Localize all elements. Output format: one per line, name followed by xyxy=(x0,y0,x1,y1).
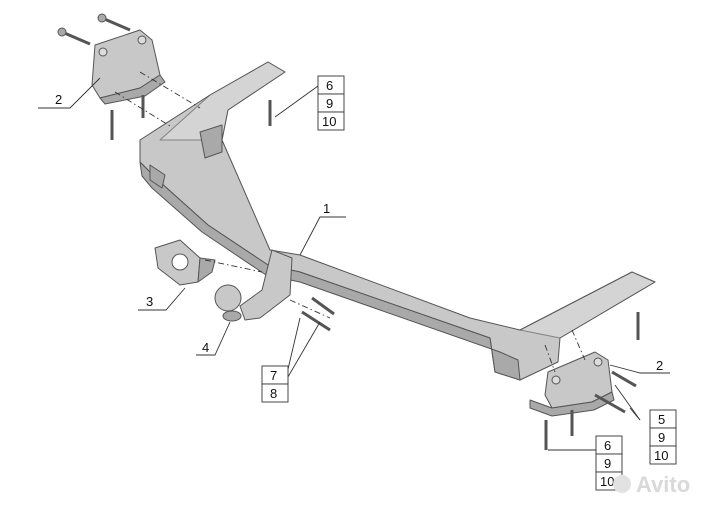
stack-left-2: 9 xyxy=(326,96,333,111)
callout-2-left: 2 xyxy=(55,92,62,107)
stack-right-upper: 5 9 10 xyxy=(649,409,677,465)
callout-beam: 1 xyxy=(323,201,330,216)
callout-socket-plate: 3 xyxy=(146,294,153,309)
right-bracket xyxy=(529,351,615,417)
stack-left: 6 9 10 xyxy=(317,75,345,131)
stack-right-upper-2: 9 xyxy=(658,430,665,445)
assembly-lines xyxy=(114,71,586,373)
bolts xyxy=(57,13,640,450)
watermark-text: Avito xyxy=(636,472,690,497)
stack-right-lower-3: 10 xyxy=(600,474,614,489)
stack-ball-1: 7 xyxy=(270,368,277,383)
avito-logo-icon xyxy=(613,475,631,493)
stack-right-upper-3: 10 xyxy=(654,448,668,463)
left-bracket xyxy=(91,29,166,105)
tow-ball xyxy=(214,249,293,322)
stack-ball-2: 8 xyxy=(270,386,277,401)
callout-3: 3 xyxy=(146,294,153,309)
callout-4: 4 xyxy=(202,340,209,355)
socket-plate xyxy=(154,239,216,286)
callout-2-right: 2 xyxy=(656,358,663,373)
avito-watermark: Avito xyxy=(613,472,690,497)
stack-right-lower-2: 9 xyxy=(604,456,611,471)
stack-right-lower-1: 6 xyxy=(604,438,611,453)
callout-ball: 4 xyxy=(202,340,209,355)
stack-left-3: 10 xyxy=(322,114,336,129)
callout-bracket-right: 2 xyxy=(656,358,663,373)
callout-bracket-left: 2 xyxy=(55,92,62,107)
stack-right-upper-1: 5 xyxy=(658,412,665,427)
crossbeam xyxy=(139,61,656,381)
callout-1: 1 xyxy=(323,201,330,216)
stack-ball-bolts: 7 8 xyxy=(261,365,289,403)
stack-left-1: 6 xyxy=(326,78,333,93)
